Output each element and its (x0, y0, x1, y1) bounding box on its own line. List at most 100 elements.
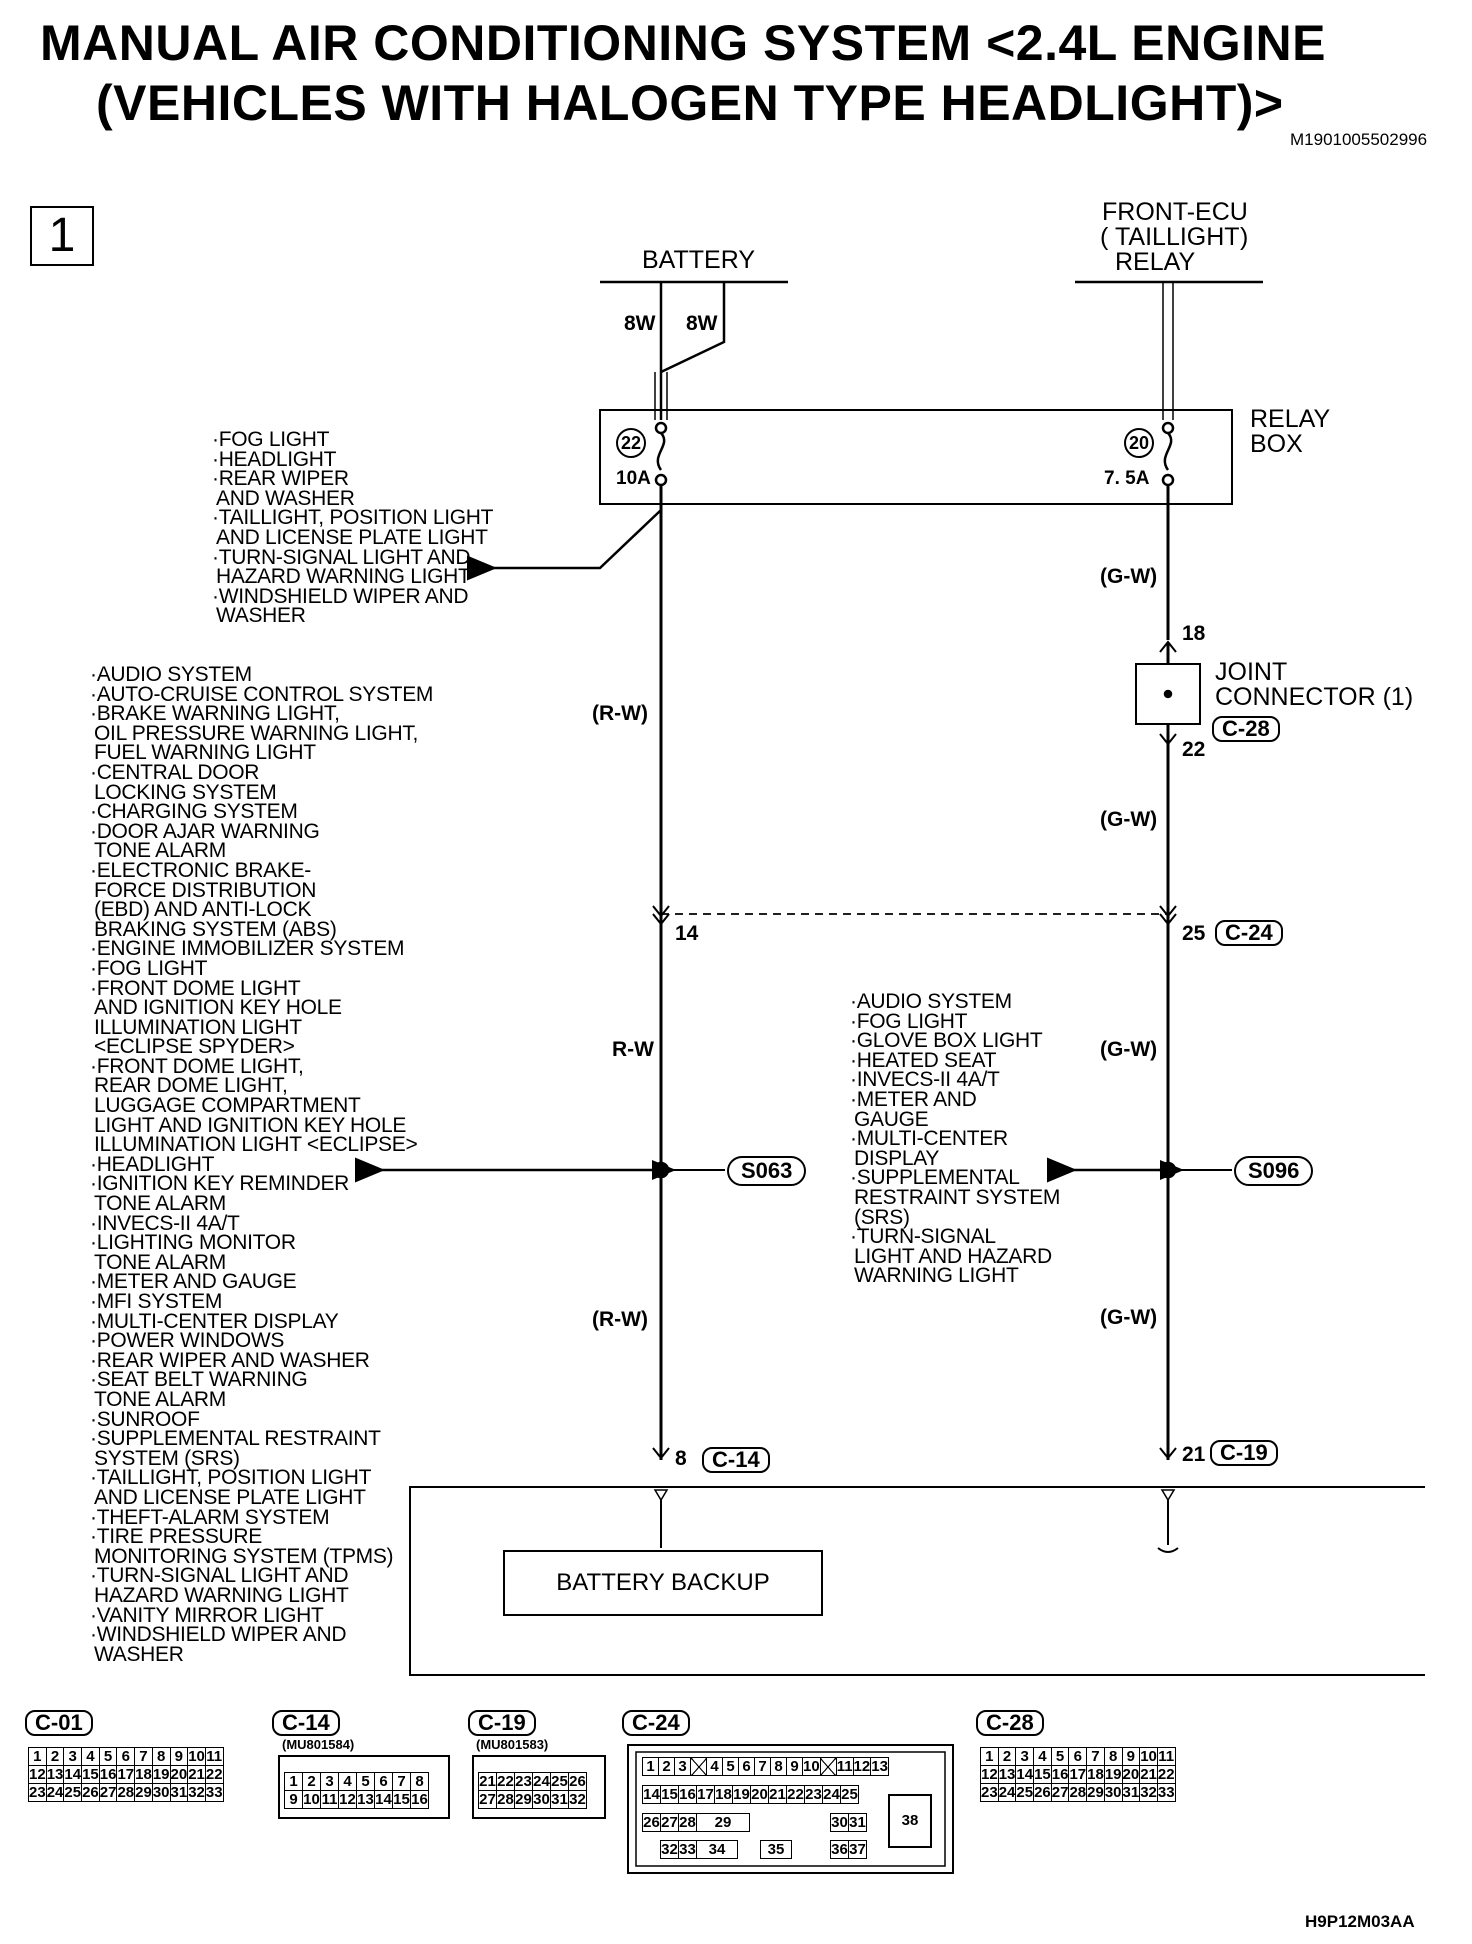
connector-pin: 28 (496, 1790, 515, 1809)
page-title-line2: (VEHICLES WITH HALOGEN TYPE HEADLIGHT)> (96, 75, 1284, 131)
connector-pin: 29 (1086, 1783, 1105, 1802)
document-id: M1901005502996 (1290, 130, 1428, 149)
connector-pin: 18 (1086, 1765, 1105, 1784)
connector-pin: 15 (660, 1785, 679, 1804)
wire-label-right-4: (G-W) (1100, 1306, 1158, 1329)
load-item: WASHER (216, 604, 306, 628)
connector-pin: 11 (320, 1790, 339, 1809)
connector-pin: 26 (81, 1783, 100, 1802)
connector-pin: 33 (678, 1840, 697, 1859)
connector-pin: 30 (830, 1813, 849, 1832)
connector-pin: 13 (356, 1790, 375, 1809)
connector-pin: 31 (848, 1813, 867, 1832)
connector-pin: 11 (835, 1757, 854, 1776)
load-item: ·MFI SYSTEM (90, 1290, 223, 1313)
load-item: ·TURN-SIGNAL (850, 1225, 996, 1249)
connector-pin: 4 (706, 1757, 723, 1776)
load-item: HAZARD WARNING LIGHT (94, 1583, 349, 1607)
load-item: (SRS) (854, 1205, 910, 1229)
connector-pin: 20 (1121, 1765, 1141, 1784)
connector-pin: 20 (169, 1765, 189, 1784)
load-item: DISPLAY (854, 1146, 940, 1170)
connector-pin: 2 (302, 1772, 321, 1791)
connector-pin: 26 (1033, 1783, 1052, 1802)
conn-c24-label: C-24 (1215, 920, 1283, 946)
wire-label-right-3: (G-W) (1100, 1038, 1158, 1061)
connector-pin: 31 (550, 1790, 569, 1809)
load-item: TONE ALARM (94, 1192, 226, 1216)
load-item: LIGHT AND IGNITION KEY HOLE (94, 1113, 407, 1137)
fuse-22-rating: 10A (616, 468, 651, 489)
connector-pin: 3 (1015, 1747, 1035, 1766)
connector-pin: 10 (187, 1747, 206, 1766)
connector-pin: 28 (116, 1783, 136, 1802)
load-item: ·FOG LIGHT (90, 956, 208, 980)
load-item: ·INVECS-II 4A/T (90, 1211, 240, 1235)
connector-c19-housing (472, 1755, 606, 1819)
connector-pin: 7 (1086, 1747, 1105, 1766)
connector-pin: 10 (302, 1790, 321, 1809)
pin-21: 21 (1182, 1443, 1206, 1466)
load-item: ·MULTI-CENTER (850, 1127, 1008, 1151)
connector-pin: 1 (284, 1772, 303, 1791)
connector-pin: 23 (514, 1772, 533, 1791)
connector-pin: 22 (204, 1765, 224, 1784)
connector-pin: 19 (151, 1765, 171, 1784)
load-item: ·FOG LIGHT (212, 428, 330, 451)
load-item: RESTRAINT SYSTEM (854, 1185, 1061, 1209)
load-item: ·WINDSHIELD WIPER AND (90, 1623, 347, 1647)
connector-pin: 15 (392, 1790, 411, 1809)
connector-pin: 36 (830, 1840, 849, 1859)
fuse-20-rating: 7. 5A (1104, 468, 1150, 489)
load-item: BRAKING SYSTEM (ABS) (94, 917, 337, 941)
connector-pin: 28 (1068, 1783, 1088, 1802)
connector-c24-row4b: 35 (760, 1840, 792, 1859)
connector-pin: 25 (63, 1783, 83, 1802)
connector-pin: 21 (187, 1765, 206, 1784)
pin-18: 18 (1182, 622, 1206, 645)
connector-c14-housing (278, 1755, 450, 1819)
load-item: ·LIGHTING MONITOR (90, 1231, 296, 1255)
connector-pin: 11 (204, 1747, 224, 1766)
s096-load-list: ·AUDIO SYSTEM·FOG LIGHT·GLOVE BOX LIGHT·… (850, 991, 1061, 1286)
connector-pin: 24 (822, 1785, 841, 1804)
splice-s096: S096 (1234, 1156, 1314, 1186)
connector-pin: 3 (63, 1747, 83, 1766)
connector-pin: 29 (514, 1790, 533, 1809)
connector-pin: 5 (98, 1747, 118, 1766)
wire-label-left-1: (R-W) (592, 702, 648, 725)
load-item: ·HEATED SEAT (850, 1048, 997, 1072)
load-item: ·CHARGING SYSTEM (90, 800, 298, 824)
wire-label-right-2: (G-W) (1100, 808, 1158, 831)
load-item: ·REAR WIPER (212, 467, 349, 491)
connector-pin: 4 (81, 1747, 100, 1766)
connector-pin: 1 (642, 1757, 659, 1776)
load-item: WASHER (94, 1642, 184, 1666)
load-item: TONE ALARM (94, 1387, 226, 1411)
pin-8: 8 (675, 1447, 687, 1470)
connector-pin: 12 (852, 1757, 872, 1776)
load-item: FORCE DISTRIBUTION (94, 878, 317, 902)
connector-pin: 5 (722, 1757, 739, 1776)
connector-pin: 16 (410, 1790, 429, 1809)
connector-pin: 29 (134, 1783, 153, 1802)
connector-pin: 18 (714, 1785, 733, 1804)
pin-14: 14 (675, 922, 699, 945)
connector-pin: 21 (1139, 1765, 1158, 1784)
taillight-label: TAILLIGHT (1115, 223, 1240, 251)
load-item: ·ELECTRONIC BRAKE- (90, 858, 311, 882)
load-item: ·SUPPLEMENTAL (850, 1166, 1020, 1190)
wire-label-left-3: (R-W) (592, 1308, 648, 1331)
connector-pin: 7 (392, 1772, 411, 1791)
connector-pin: 20 (750, 1785, 769, 1804)
load-item: ·TURN-SIGNAL LIGHT AND (212, 545, 471, 569)
connector-pin: 2 (45, 1747, 65, 1766)
joint-label-1: JOINT (1215, 658, 1288, 686)
connector-pin: 17 (696, 1785, 715, 1804)
connector-pin: 9 (284, 1790, 303, 1809)
load-item: ILLUMINATION LIGHT <ECLIPSE> (94, 1133, 418, 1157)
